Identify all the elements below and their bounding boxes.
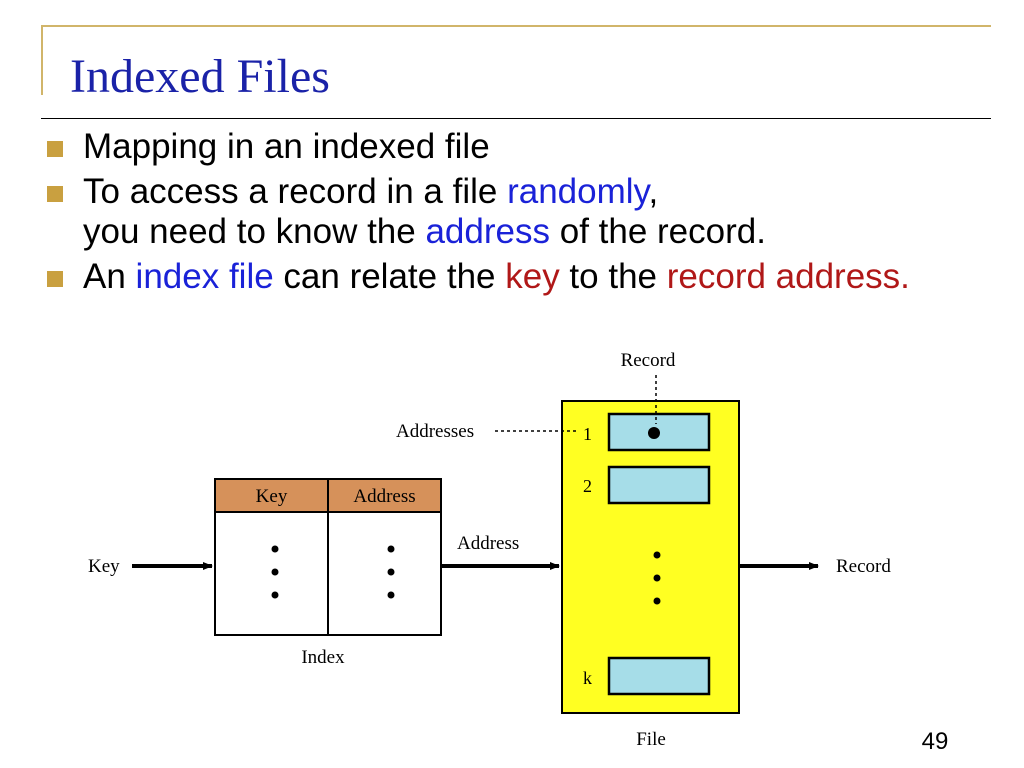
bullet-text-run: index file [135,257,274,296]
frame-top-line [41,25,991,27]
bullet-item: An index file can relate the key to the … [47,257,977,297]
record-slot-k [607,656,711,696]
frame-left-line [41,25,43,95]
slot-label-1: 1 [583,424,592,444]
index-header-address-cell [327,478,442,513]
bullet-square-icon [47,271,63,287]
bullet-square-icon [47,141,63,157]
record-output-label: Record [836,556,891,577]
slot-label-k: k [583,668,592,688]
bullet-list: Mapping in an indexed file To access a re… [47,127,977,302]
file-caption: File [636,729,666,750]
bullet-text-run: can relate the [273,257,506,296]
index-header-address: Address [353,486,415,507]
bullet-square-icon [47,186,63,202]
index-key-ellipsis-dot [271,591,279,599]
index-caption: Index [301,647,345,668]
selected-record-dot [648,427,660,439]
bullet-item: To access a record in a file randomly, yo… [47,172,977,252]
file-ellipsis-dot [653,574,661,582]
address-arrow-label: Address [457,533,519,554]
index-key-ellipsis-dot [271,568,279,576]
index-address-ellipsis-dot [387,591,395,599]
bullet-text-run: record address. [666,257,910,296]
bullet-text-run: Mapping in an indexed file [83,127,490,166]
record-top-label: Record [621,350,676,371]
bullet-text-run: to the [559,257,667,296]
index-key-ellipsis-dot [271,545,279,553]
index-address-ellipsis-dot [387,568,395,576]
bullet-text-run: To access a record in a file [83,172,508,211]
page-number: 49 [921,728,949,755]
bullet-text-run: An [83,257,136,296]
bullet-text-run: of the record. [550,212,766,251]
file-ellipsis-dot [653,551,661,559]
bullet-text-run: key [505,257,560,296]
index-address-ellipsis-dot [387,545,395,553]
record-slot-2 [607,465,711,505]
bullet-text-run: randomly [507,172,649,211]
bullet-item: Mapping in an indexed file [47,127,977,167]
bullet-text-run: address [425,212,550,251]
index-table: Key Address [214,478,442,636]
title-rule [41,118,991,119]
key-input-label: Key [88,556,120,577]
slot-label-2: 2 [583,476,592,496]
bullet-text-run: you need to know the [83,212,426,251]
index-header-key: Key [256,486,288,507]
slide-title: Indexed Files [70,50,330,103]
file-ellipsis-dot [653,597,661,605]
addresses-label: Addresses [396,421,474,442]
bullet-text-run: , [648,172,659,211]
